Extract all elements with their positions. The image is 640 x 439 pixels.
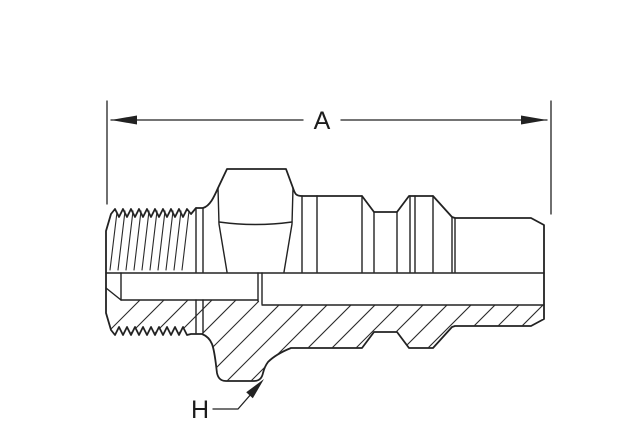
arrowhead-right-icon [521,115,547,125]
nipple-band-edges [195,195,456,273]
hex-nut-edges [217,187,294,273]
dimension-a-label: A [314,107,331,135]
leader-h: H [191,379,264,424]
dimension-a: A [106,100,552,215]
thread-flank-lines [109,210,190,271]
fitting-body [105,168,545,382]
bore-lines [105,272,545,334]
leader-arrowhead-icon [246,379,264,399]
leader-h-label: H [191,396,209,424]
arrowhead-left-icon [111,115,137,125]
fitting-outline [105,168,545,382]
